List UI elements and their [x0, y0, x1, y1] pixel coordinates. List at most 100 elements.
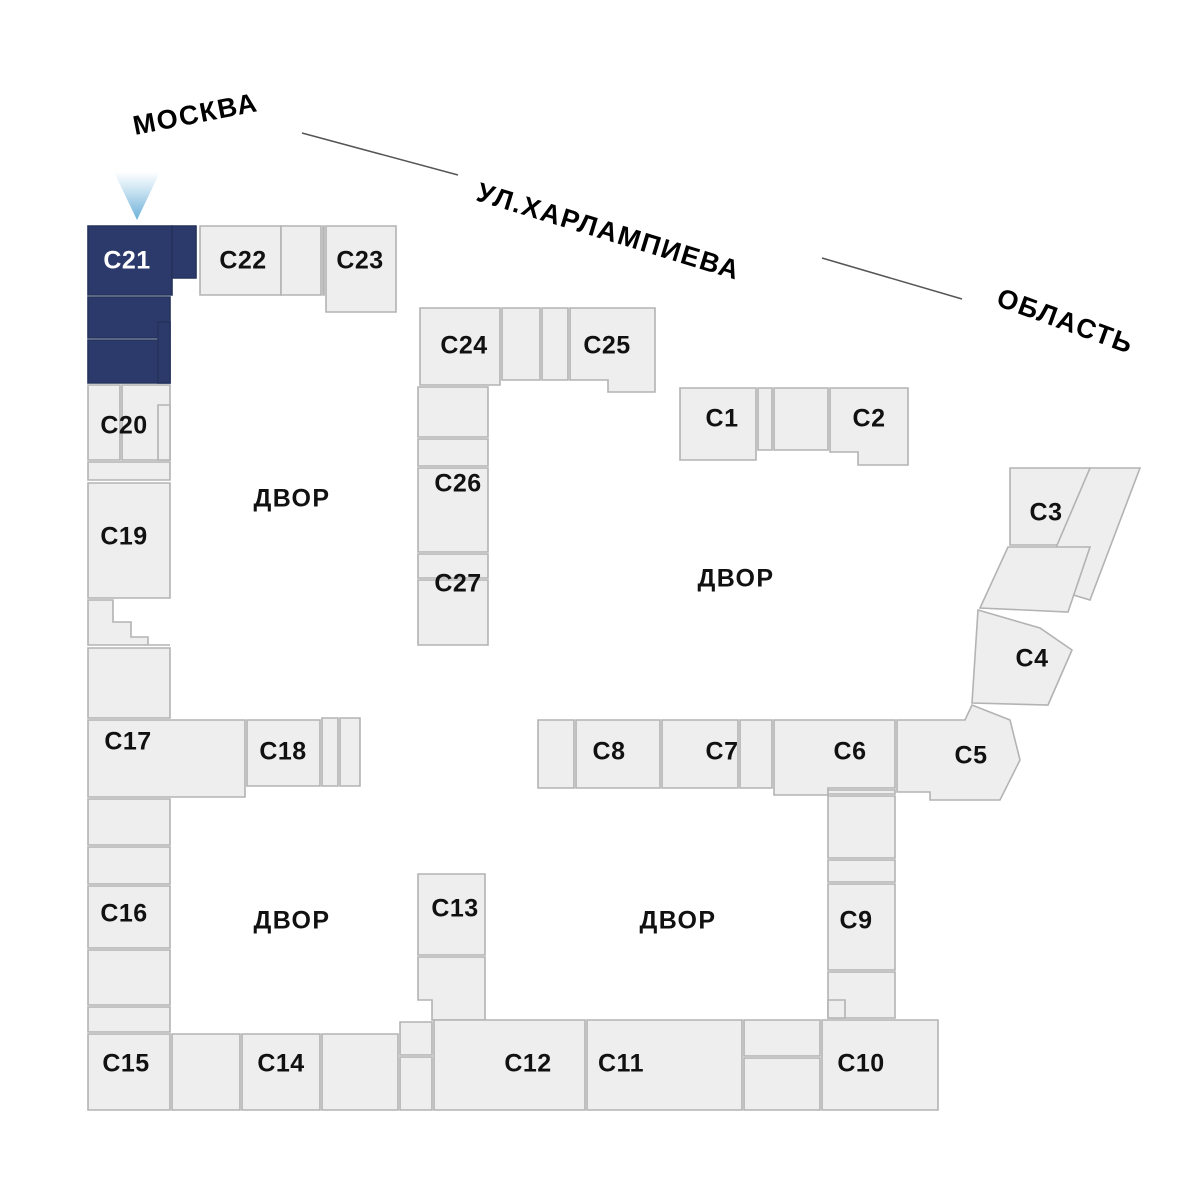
building-block-c19[interactable]	[87, 482, 171, 646]
block-segment[interactable]	[87, 647, 171, 719]
block-segment[interactable]	[339, 717, 361, 787]
block-segment[interactable]	[417, 579, 489, 646]
block-segment[interactable]	[757, 387, 773, 451]
block-label-c8: C8	[593, 738, 626, 766]
building-block-c11[interactable]	[586, 1019, 743, 1111]
block-segment[interactable]	[827, 795, 896, 859]
building-block-c1[interactable]	[679, 387, 773, 461]
block-segment[interactable]	[87, 719, 246, 798]
block-segment[interactable]	[87, 384, 121, 461]
building-block-c15[interactable]	[87, 1033, 241, 1111]
block-segment[interactable]	[827, 999, 846, 1019]
block-segment[interactable]	[87, 798, 171, 846]
block-segment[interactable]	[417, 438, 489, 467]
block-segment[interactable]	[679, 387, 757, 461]
block-segment[interactable]	[87, 949, 171, 1006]
building-block-c2[interactable]	[773, 387, 909, 466]
block-segment[interactable]	[171, 225, 197, 279]
block-label-c25: C25	[583, 332, 630, 360]
street-line-oblast	[821, 257, 963, 300]
block-segment[interactable]	[739, 719, 773, 789]
blocks-layer[interactable]	[87, 225, 1142, 1111]
block-segment[interactable]	[433, 1019, 586, 1111]
street-connector-lines	[301, 132, 963, 300]
block-segment[interactable]	[743, 1019, 821, 1057]
block-segment[interactable]	[87, 885, 171, 949]
building-block-c12[interactable]	[399, 1019, 586, 1111]
block-segment[interactable]	[661, 719, 739, 789]
block-segment[interactable]	[417, 553, 489, 579]
block-segment[interactable]	[569, 307, 656, 393]
building-block-c26[interactable]	[417, 386, 489, 553]
block-segment[interactable]	[87, 225, 173, 296]
block-segment[interactable]	[87, 1033, 171, 1111]
block-label-c1: C1	[706, 405, 739, 433]
block-segment[interactable]	[87, 482, 171, 599]
block-segment[interactable]	[821, 1019, 939, 1111]
location-marker-icon	[114, 172, 160, 220]
building-block-c27[interactable]	[417, 553, 489, 646]
building-block-c16[interactable]	[87, 846, 171, 1033]
block-segment[interactable]	[575, 719, 661, 789]
block-segment[interactable]	[541, 307, 569, 381]
building-block-c20[interactable]	[87, 384, 171, 481]
block-segment[interactable]	[157, 321, 171, 384]
block-segment[interactable]	[971, 608, 1073, 706]
block-segment[interactable]	[399, 1021, 433, 1056]
block-segment[interactable]	[773, 719, 896, 796]
block-segment[interactable]	[827, 859, 896, 883]
building-block-c17[interactable]	[87, 647, 246, 846]
block-segment[interactable]	[157, 404, 171, 461]
block-segment[interactable]	[827, 789, 896, 795]
building-block-c21[interactable]	[87, 225, 197, 384]
block-segment[interactable]	[586, 1019, 743, 1111]
block-segment[interactable]	[896, 703, 1021, 801]
building-block-c3[interactable]	[978, 467, 1142, 613]
block-label-c13: C13	[431, 895, 478, 923]
location-marker-layer	[114, 172, 160, 220]
building-block-c13[interactable]	[399, 873, 486, 1056]
block-segment[interactable]	[241, 1033, 321, 1111]
block-segment[interactable]	[321, 1033, 399, 1111]
block-segment[interactable]	[322, 225, 325, 296]
block-segment[interactable]	[417, 873, 486, 956]
block-segment[interactable]	[280, 225, 322, 296]
building-block-c5[interactable]	[896, 703, 1021, 801]
block-segment[interactable]	[417, 956, 486, 1021]
building-block-c25[interactable]	[501, 307, 656, 393]
block-segment[interactable]	[773, 387, 829, 451]
block-segment[interactable]	[171, 1033, 241, 1111]
block-segment[interactable]	[419, 307, 501, 386]
block-segment[interactable]	[417, 467, 489, 553]
building-block-c10[interactable]	[743, 1019, 939, 1111]
block-label-c16: C16	[100, 900, 147, 928]
block-segment[interactable]	[87, 461, 171, 481]
street-label-oblast: ОБЛАСТЬ	[993, 282, 1138, 359]
building-block-c14[interactable]	[241, 1033, 399, 1111]
building-block-c4[interactable]	[971, 608, 1073, 706]
block-segment[interactable]	[743, 1057, 821, 1111]
block-segment[interactable]	[87, 846, 171, 885]
building-block-c18[interactable]	[246, 717, 361, 787]
block-segment[interactable]	[829, 387, 909, 466]
block-segment[interactable]	[501, 307, 541, 381]
block-segment[interactable]	[399, 1056, 433, 1111]
building-block-c8[interactable]	[537, 719, 661, 789]
building-block-c24[interactable]	[419, 307, 501, 386]
block-segment[interactable]	[827, 883, 896, 971]
block-segment[interactable]	[246, 719, 321, 787]
block-segment[interactable]	[321, 717, 339, 787]
block-segment[interactable]	[87, 599, 170, 646]
block-segment[interactable]	[978, 546, 1092, 613]
block-segment[interactable]	[417, 386, 489, 438]
building-block-c9[interactable]	[827, 795, 896, 1019]
building-block-c23[interactable]	[322, 225, 397, 313]
building-block-c22[interactable]	[199, 225, 322, 296]
block-segment[interactable]	[537, 719, 575, 789]
block-segment[interactable]	[87, 1006, 171, 1033]
block-label-c21: C21	[103, 247, 150, 275]
building-block-c7[interactable]	[661, 719, 773, 789]
block-segment[interactable]	[325, 225, 397, 313]
building-block-c6[interactable]	[773, 719, 896, 796]
